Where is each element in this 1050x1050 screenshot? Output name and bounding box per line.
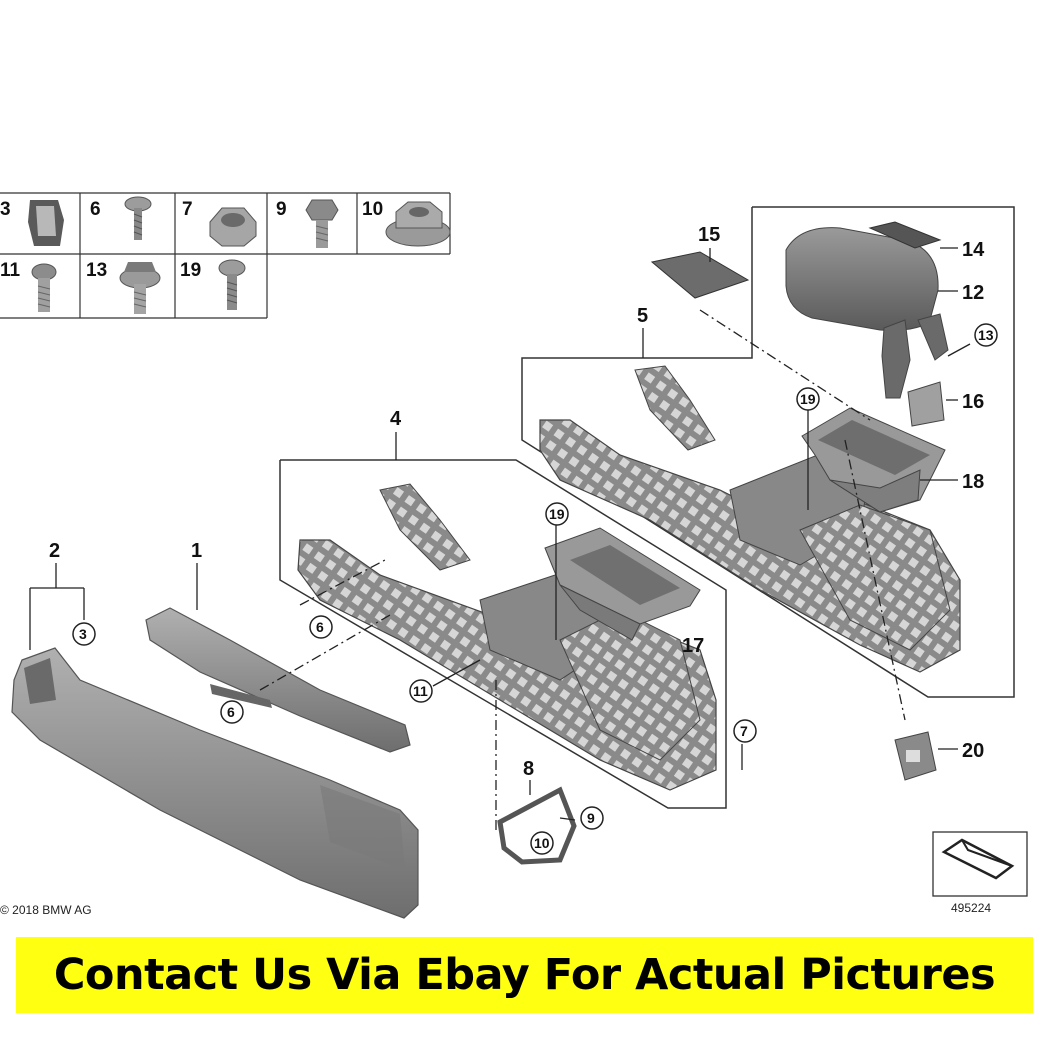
callout-3: 3 — [79, 626, 87, 642]
flange-bolt-image — [119, 262, 161, 314]
callout-18: 18 — [962, 471, 984, 493]
callout-20: 20 — [962, 740, 984, 762]
callout-17: 17 — [682, 635, 704, 657]
callout-19-b: 19 — [800, 391, 816, 407]
hardware-row-2: 11 13 19 — [0, 260, 201, 281]
hw-num-9: 9 — [276, 199, 287, 220]
clip-nut-image — [28, 200, 64, 246]
group-5-outline — [521, 206, 1015, 698]
callout-14: 14 — [962, 239, 985, 261]
callout-6-a: 6 — [316, 619, 324, 635]
flange-nut-image — [385, 201, 451, 247]
cap-16 — [907, 381, 945, 427]
hex-nut-image — [209, 207, 257, 247]
console-carrier-front — [297, 483, 717, 791]
callout-9: 9 — [587, 810, 595, 826]
bolt-image-11 — [31, 263, 57, 312]
hardware-table — [0, 192, 451, 319]
hw-num-19: 19 — [180, 260, 201, 281]
callout-13: 13 — [978, 327, 994, 343]
banner-text: Contact Us Via Ebay For Actual Pictures — [53, 950, 996, 1000]
callout-7: 7 — [740, 723, 748, 739]
callout-5: 5 — [637, 305, 648, 327]
bracket-20 — [894, 731, 937, 781]
dashed-leader-lines — [259, 309, 906, 830]
callout-8: 8 — [523, 758, 534, 780]
hw-num-6: 6 — [90, 199, 101, 220]
screw-image-19 — [218, 259, 246, 310]
group-4-outline — [279, 459, 727, 809]
circled-callouts — [72, 323, 998, 855]
hw-num-11: 11 — [0, 260, 21, 281]
callout-1: 1 — [191, 540, 202, 562]
cover-15 — [650, 251, 750, 299]
side-trim-panel-left — [11, 647, 419, 919]
copyright-text: © 2018 BMW AG — [0, 903, 92, 917]
callout-12: 12 — [962, 282, 984, 304]
bracket-8 — [497, 786, 577, 865]
hardware-row-1: 3 6 7 9 10 — [0, 199, 383, 220]
callout-4: 4 — [390, 408, 402, 430]
callout-labels: 2 1 4 5 15 14 12 16 18 20 17 8 — [49, 224, 985, 780]
callout-15: 15 — [698, 224, 720, 246]
leader-lines — [29, 247, 971, 821]
direction-arrow-box — [932, 831, 1028, 897]
hw-num-13: 13 — [86, 260, 107, 281]
diagram-number: 495224 — [951, 901, 991, 915]
callout-10: 10 — [534, 835, 550, 851]
hw-num-10: 10 — [362, 199, 383, 220]
callout-19-a: 19 — [549, 506, 565, 522]
callout-11: 11 — [413, 683, 428, 699]
hex-bolt-image — [305, 199, 339, 248]
callout-6-b: 6 — [227, 704, 235, 720]
storage-bin-18 — [801, 407, 946, 513]
circled-callout-labels: 3 6 6 11 19 19 13 7 9 10 — [79, 327, 994, 851]
hw-num-3: 3 — [0, 199, 11, 220]
storage-tray-17 — [544, 527, 701, 641]
callout-16: 16 — [962, 391, 984, 413]
callout-2: 2 — [49, 540, 60, 562]
hw-num-7: 7 — [182, 199, 193, 220]
contact-banner: Contact Us Via Ebay For Actual Pictures — [16, 937, 1033, 1013]
screw-image-6 — [124, 196, 152, 240]
armrest-pad-14 — [868, 221, 942, 249]
armrest-12 — [785, 227, 949, 399]
